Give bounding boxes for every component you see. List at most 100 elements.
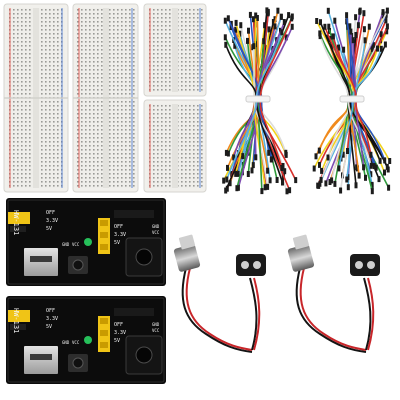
rail-label-vcc-1: VCC: [72, 340, 80, 345]
jumper-wire-tip: [234, 19, 238, 26]
jumper-wire-tip: [254, 154, 258, 161]
jumper-wire-bundle-right: [312, 7, 392, 195]
label-left-5v: 5V: [46, 324, 52, 330]
jumper-wire-tip: [285, 188, 289, 195]
jumper-wire-tip: [379, 45, 383, 52]
jumper-wire-tip: [266, 167, 270, 174]
jumper-wire-tip: [262, 38, 266, 45]
jumper-wire-tip: [345, 176, 349, 183]
jumper-wire-tip: [379, 31, 383, 38]
jumper-wire-tip: [223, 17, 227, 24]
jumper-wire-tip: [312, 165, 316, 172]
jumper-wire-tip: [290, 23, 294, 30]
jumper-wire-tip: [222, 177, 226, 184]
jumper-wire-tip: [358, 8, 362, 15]
jumper-wire-tip: [370, 188, 374, 195]
jumper-wire-tip: [290, 15, 294, 22]
jumper-wire-tip: [381, 9, 385, 16]
jumper-wire-tip: [317, 147, 321, 154]
jumper-wire-tip: [224, 187, 228, 194]
jumper-wire-tip: [232, 154, 236, 161]
jumper-wire-tip: [354, 32, 358, 38]
label-right-3v3: 3.3V: [114, 330, 126, 336]
label-left-3v3: 3.3V: [46, 316, 58, 322]
jumper-wire-tip: [314, 153, 318, 160]
jumper-wire-tip: [283, 168, 287, 175]
jumper-wire-tip: [369, 171, 373, 178]
jumper-wire-tip: [349, 28, 353, 35]
jumper-wire-tip: [370, 46, 374, 53]
jumper-wire-tip: [275, 177, 279, 183]
jumper-wire-tip: [354, 182, 358, 189]
breadboard-400-top: [143, 3, 207, 97]
jumper-wire-tip: [327, 23, 331, 30]
jumper-wire-tip: [223, 34, 227, 41]
jumper-wire-tip: [330, 177, 334, 184]
jumper-wire-tip: [356, 22, 360, 29]
jumper-wire-tip: [284, 149, 288, 156]
jumper-wire-tip: [267, 149, 271, 156]
jumper-wire-tip: [326, 34, 330, 41]
model-label: HW-131: [12, 308, 20, 333]
jumper-wire-tip: [268, 177, 272, 184]
snap-connector: [350, 254, 380, 276]
model-label: HW-131: [12, 210, 20, 235]
jumper-wire-tip: [254, 12, 258, 19]
label-left-5v: 5V: [46, 226, 52, 232]
jumper-wire-tip: [320, 167, 324, 174]
jumper-wire-tip: [346, 184, 350, 191]
jumper-wire-tip: [383, 41, 387, 48]
power-module-bottom: HW-131 OFF 3.3V 5V OFF 3.3V 5V GND VCC G…: [6, 296, 166, 384]
jumper-wire-tip: [383, 157, 387, 164]
jumper-wire-tip: [351, 37, 355, 44]
jumper-wire-tip: [279, 13, 283, 20]
label-right-3v3: 3.3V: [114, 232, 126, 238]
jumper-wire-tip: [376, 45, 379, 52]
jumper-wire-tip: [318, 180, 322, 187]
jumper-wire-tip: [226, 164, 229, 171]
snap-connector: [236, 254, 266, 276]
jumper-wire-tip: [247, 27, 250, 34]
jumper-wire-tip: [234, 26, 238, 33]
jumper-wire-tip: [364, 174, 367, 181]
jumper-wire-tip: [269, 156, 273, 163]
label-right-off: OFF: [114, 224, 123, 230]
jumper-wire-tip: [387, 184, 391, 191]
barrel-plug: [173, 244, 201, 272]
jumper-wire-tip: [267, 26, 271, 33]
breadboard-830-middle: [72, 3, 139, 193]
jumper-wire-tip: [271, 19, 275, 25]
jumper-wire-tip: [385, 28, 389, 35]
jumper-wire-tip: [342, 46, 346, 53]
label-left-off: OFF: [46, 308, 55, 314]
jumper-wire-tip: [346, 148, 349, 154]
jumper-wire-tip: [339, 187, 343, 194]
jumper-wire-tip: [255, 15, 259, 21]
jumper-wire-tip: [367, 23, 371, 30]
jumper-wire-tip: [341, 151, 345, 158]
label-right-5v: 5V: [114, 240, 120, 246]
jumper-wire-tip: [326, 154, 330, 161]
jumper-wire-tip: [315, 18, 319, 24]
jumper-wire-tip: [385, 163, 389, 170]
rail-label-vcc-1: VCC: [72, 242, 80, 247]
jumper-wire-tip: [226, 150, 230, 157]
jumper-cap-left: [8, 212, 30, 224]
battery-clip-right: [287, 234, 380, 353]
jumper-wire-tip: [326, 7, 330, 14]
jumper-wire-tip: [357, 172, 361, 179]
jumper-wire-tip: [236, 151, 240, 158]
jumper-wire-tip: [370, 181, 374, 188]
jumper-wire-tip: [333, 180, 337, 187]
jumper-wire-tip: [280, 165, 284, 171]
jumper-wire-tip: [319, 19, 322, 26]
jumper-wire-tip: [287, 12, 291, 19]
jumper-wire-tip: [234, 170, 238, 177]
jumper-wire-tip: [284, 34, 288, 41]
jumper-wire-tip: [251, 162, 255, 169]
jumper-wire-tip: [333, 17, 337, 24]
breadboard-group: [3, 3, 207, 193]
rail-label-vcc-2: VCC: [152, 230, 160, 235]
jumper-wire-tip: [266, 183, 270, 190]
